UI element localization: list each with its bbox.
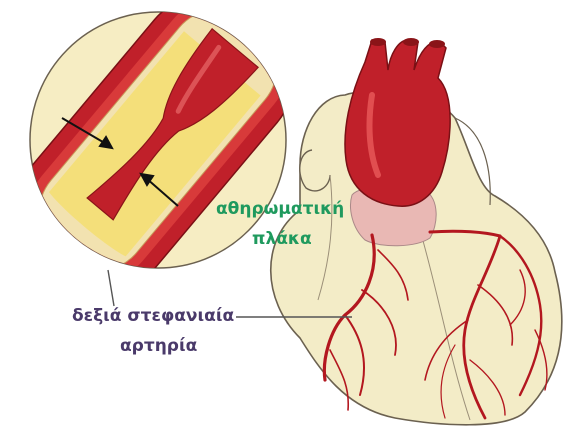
plaque-label-line-1: αθηρωματική	[216, 199, 344, 219]
artery-label-line-2: αρτηρία	[120, 336, 197, 356]
aorta-branch-top	[370, 38, 386, 46]
aorta-branch-top	[429, 40, 445, 48]
aorta-branch-top	[403, 38, 419, 46]
artery-label-line-1: δεξιά στεφανιαία	[72, 306, 234, 326]
aorta	[345, 40, 450, 206]
heart	[271, 38, 562, 425]
artery-label-leader	[108, 270, 114, 306]
plaque-label-line-2: πλάκα	[252, 229, 312, 249]
